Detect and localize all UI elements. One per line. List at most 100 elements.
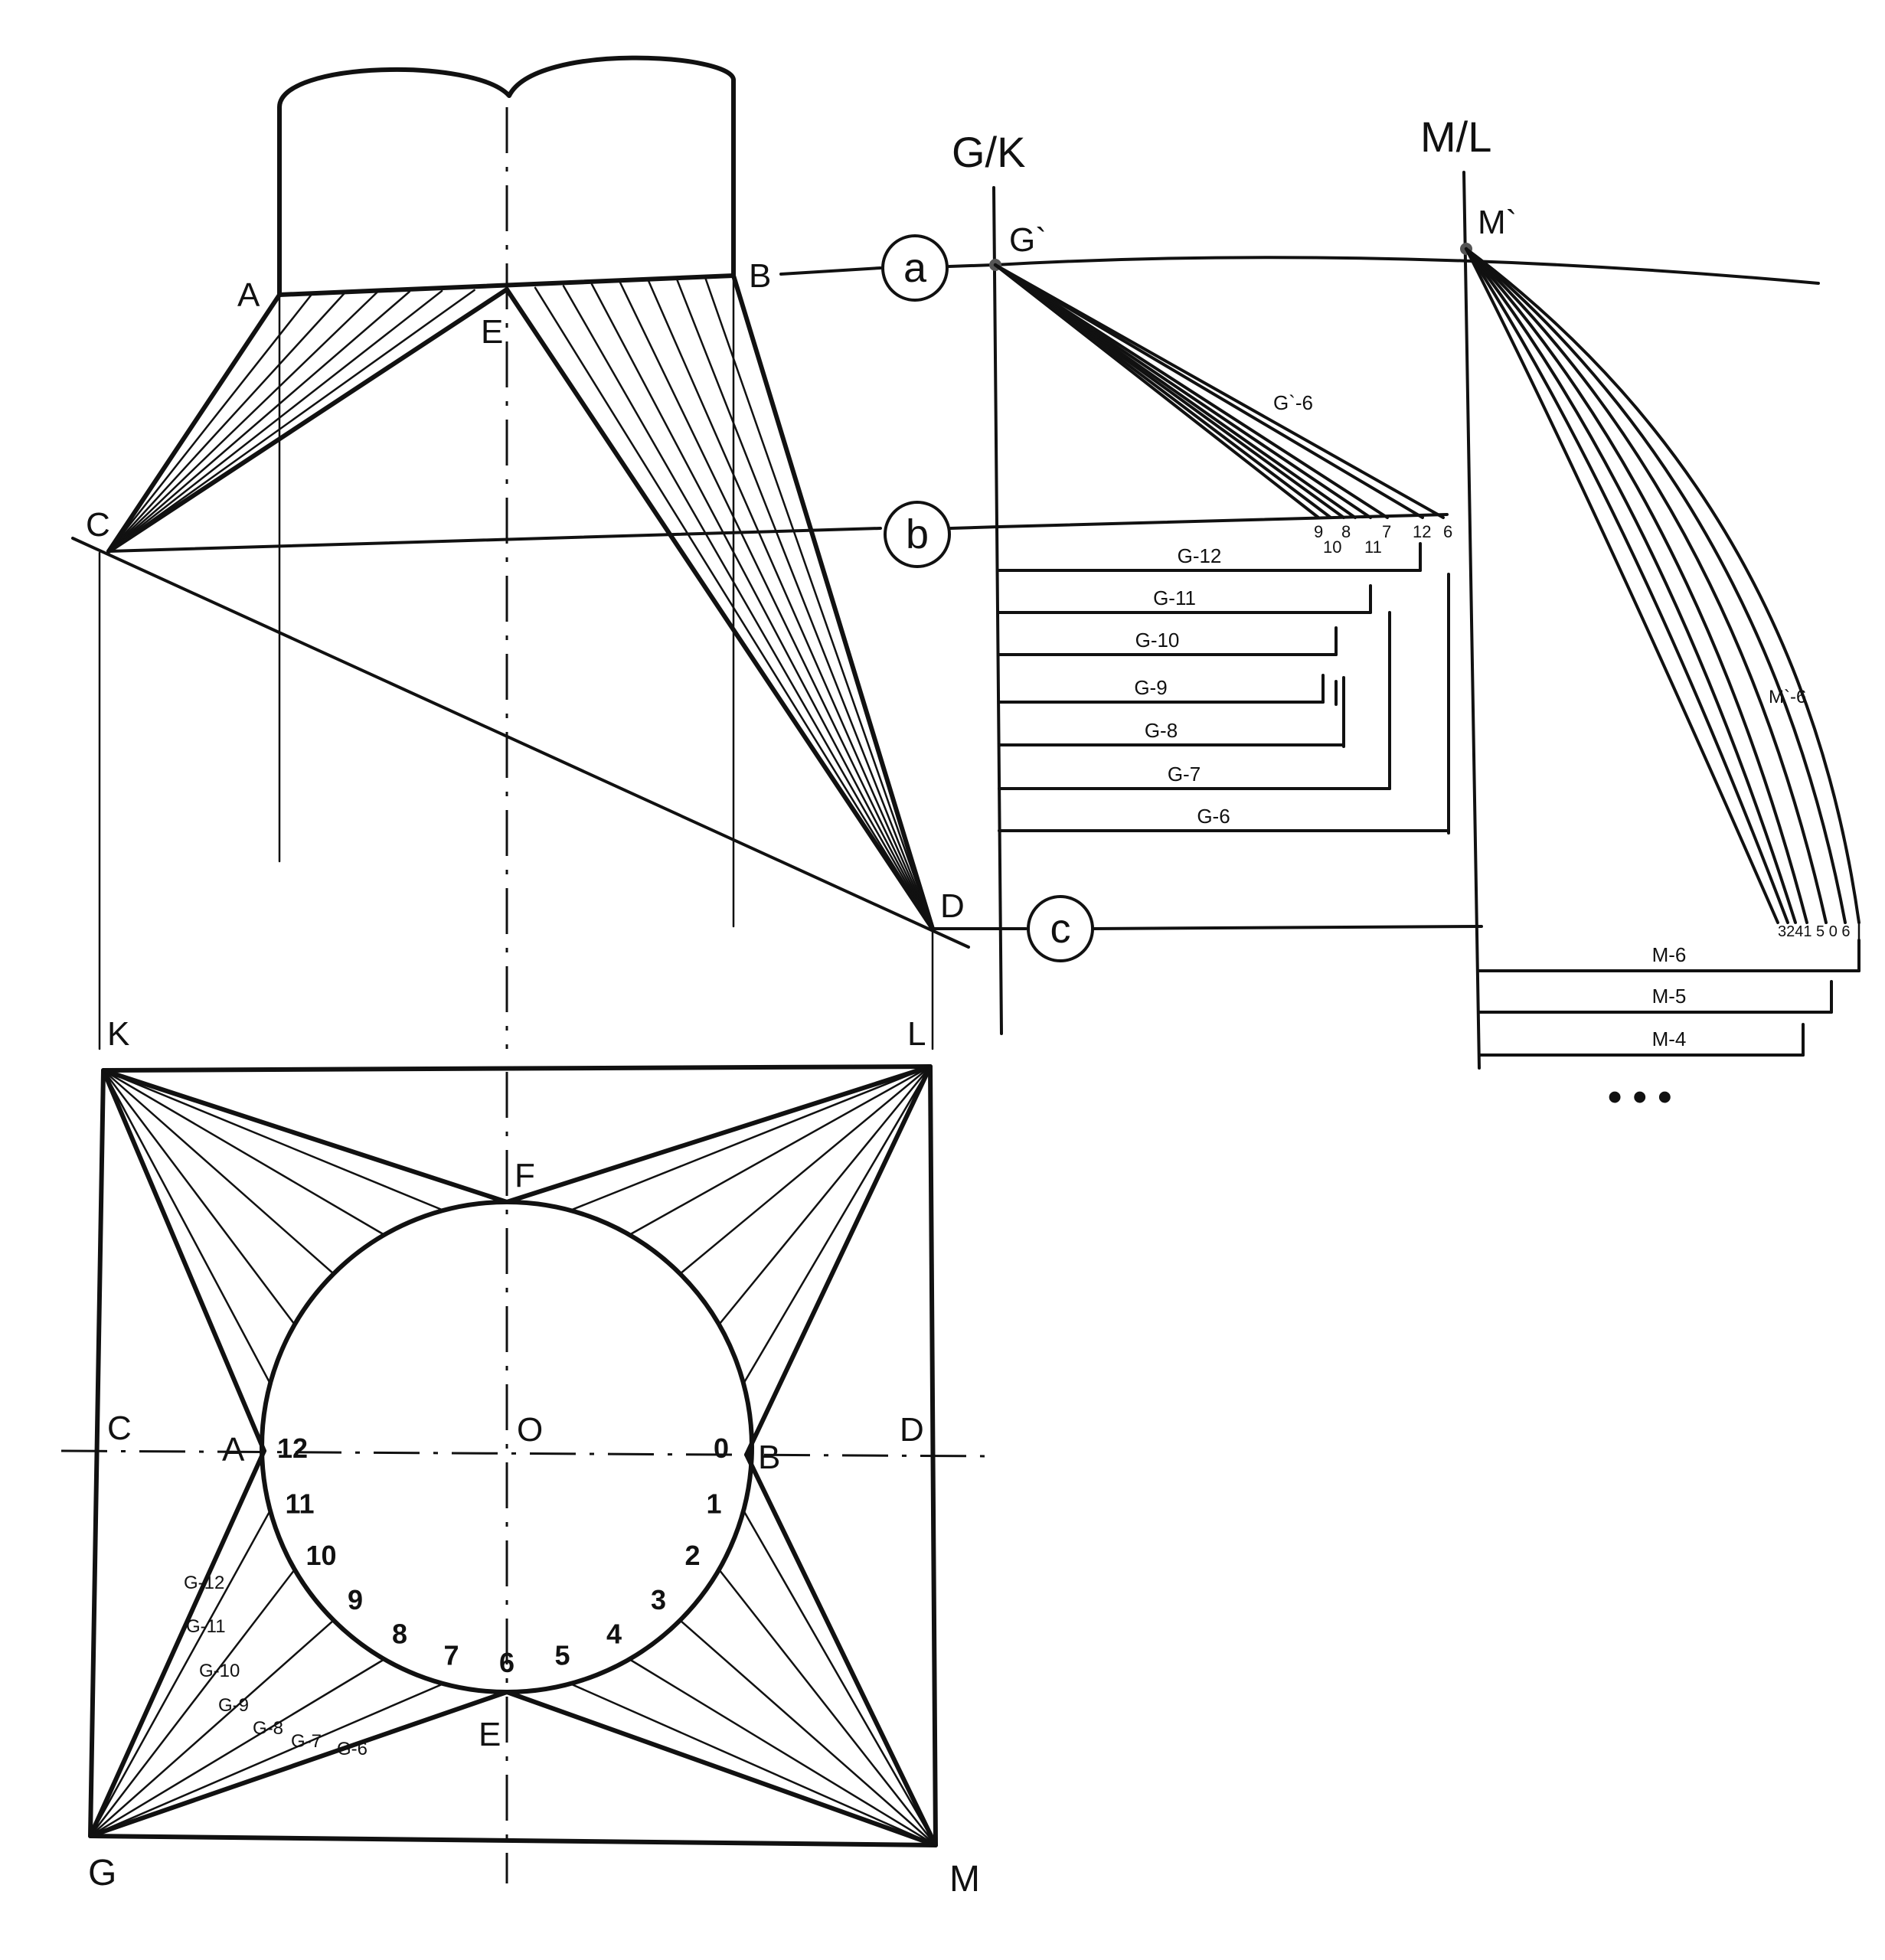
plan-horizontal-axis (60, 1449, 992, 1458)
plan-l-fan-line (742, 1065, 932, 1385)
front-label-l: L (907, 1015, 926, 1053)
cylinder-top-outline (277, 55, 737, 297)
g-element-label: G-12 (184, 1573, 224, 1593)
gk-bars: G-12G-11G-10G-9G-8G-7G-6 (998, 542, 1450, 835)
front-left-fan-line (107, 292, 346, 553)
g-element-label: G-6 (337, 1739, 368, 1759)
plan-g-fan-line (89, 1568, 296, 1838)
plan-label-c: C (107, 1410, 132, 1447)
plan-g-fan-line (89, 1619, 335, 1838)
g-element-label: G-9 (218, 1695, 249, 1716)
edge-e-d (505, 287, 935, 931)
gk-bar-label: G-11 (1153, 586, 1196, 609)
gk-bar-label: G-7 (1168, 763, 1201, 786)
circle-number: 2 (684, 1540, 700, 1571)
plan-label-e: E (479, 1716, 501, 1753)
circle-number: 8 (392, 1618, 407, 1649)
ml-fan-curve (1465, 247, 1860, 924)
plan-g-fan-line (89, 1658, 386, 1838)
gk-fan-line (994, 263, 1389, 519)
section-b-label: b (906, 511, 929, 557)
section-c-circle (1027, 895, 1094, 962)
gk-fan (994, 263, 1445, 519)
section-c-leader (1092, 925, 1483, 930)
plan-g-fan-line (89, 1682, 445, 1838)
front-right-fan (534, 276, 934, 930)
plan-label-o: O (517, 1411, 543, 1449)
ml-bar-label: M-6 (1652, 943, 1687, 966)
plan-g-fan-line (89, 1509, 272, 1838)
edge-b-d (731, 273, 935, 931)
ml-fan-curve (1465, 247, 1808, 924)
plan-m-fan-line (679, 1619, 937, 1847)
front-label-d: D (940, 887, 965, 925)
line-b-to-a (779, 266, 882, 276)
ml-bar-label: M-5 (1652, 985, 1687, 1008)
plan-m-fan-line (742, 1509, 937, 1847)
ml-fan (1465, 247, 1860, 924)
front-right-fan-line (590, 283, 934, 930)
circle-number: 1 (706, 1488, 721, 1519)
edge-l-b (744, 1064, 933, 1457)
g-element-label: G-10 (199, 1661, 240, 1681)
section-marker-b: b (884, 501, 1001, 568)
plan-label-d: D (900, 1411, 924, 1449)
plan-fan-lines (89, 1065, 937, 1847)
line-c-to-b (107, 527, 882, 553)
circle-number: 6 (499, 1647, 515, 1678)
gk-tick-label: 12 (1413, 522, 1431, 541)
front-label-b: B (749, 257, 771, 295)
front-left-fan-line (107, 289, 475, 553)
g-element-label: G-8 (253, 1718, 283, 1739)
ml-fan-curve (1465, 247, 1779, 924)
edge-g-e (88, 1690, 509, 1838)
front-right-fan-line (534, 286, 934, 930)
front-label-k: K (107, 1015, 129, 1053)
edge-k-a (101, 1068, 266, 1453)
ml-fan-curve (1465, 247, 1789, 924)
plan-label-b: B (758, 1439, 780, 1476)
gk-fan-line (994, 263, 1445, 519)
circle-number: 11 (286, 1488, 315, 1519)
g-element-label: G-11 (186, 1616, 226, 1637)
gk-title: G/K (952, 128, 1025, 176)
edge-m-e (505, 1690, 938, 1847)
gk-tick-label: 11 (1364, 537, 1382, 557)
edge-l-f (505, 1064, 933, 1204)
plan-m-fan-line (717, 1568, 937, 1847)
gk-tick-label: 7 (1382, 522, 1391, 541)
circle-number: 9 (348, 1584, 363, 1615)
front-label-a: A (237, 276, 260, 314)
front-right-fan-line (619, 281, 934, 930)
ml-fan-curve (1465, 247, 1797, 924)
front-right-fan-line (704, 276, 934, 930)
gk-bar-label: G-10 (1135, 629, 1180, 652)
front-left-fan-line (107, 289, 443, 553)
ml-tick-labels: 3241 5 0 6 (1778, 923, 1851, 940)
ml-slant-label: M`-6 (1769, 687, 1806, 707)
g-element-labels: G-12G-11G-10G-9G-8G-7 G-6 (184, 1573, 368, 1759)
edge-a-c (106, 292, 282, 554)
gk-tick-label: 8 (1341, 522, 1351, 541)
plan-k-fan-line (102, 1069, 445, 1212)
plan-l-fan-line (628, 1065, 932, 1236)
g-element-label: G-7 (291, 1731, 322, 1752)
gk-tick-label: 9 (1314, 522, 1323, 541)
plan-label-a: A (222, 1431, 245, 1468)
ml-continuation: • • • (1608, 1075, 1672, 1119)
section-b-leader (949, 525, 1001, 530)
front-left-fan-line (107, 291, 378, 553)
front-left-fan (107, 289, 475, 553)
gk-bar-label: G-12 (1178, 544, 1222, 567)
plan-l-fan-line (569, 1065, 932, 1212)
plan-k-fan-line (102, 1069, 335, 1275)
gk-bar-label: G-6 (1197, 805, 1230, 828)
plan-label-g: G (88, 1853, 116, 1893)
circle-number: 3 (651, 1584, 666, 1615)
plan-l-fan-line (679, 1065, 932, 1275)
ml-fan-curve (1465, 247, 1828, 924)
front-view: A B C D E K L (71, 55, 1027, 1053)
